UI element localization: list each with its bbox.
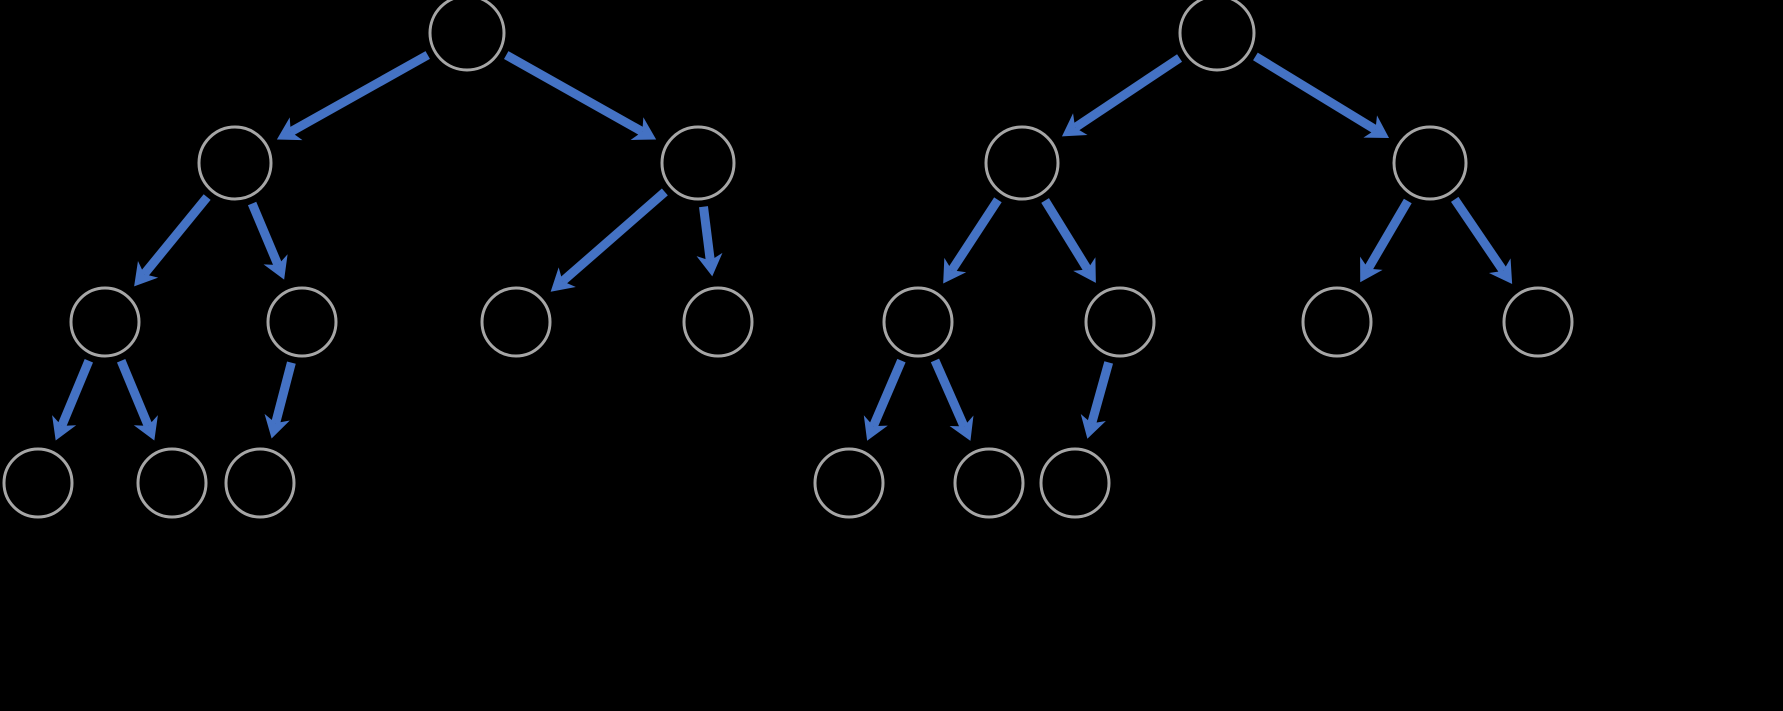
right-tree-edge-node2-to-leaf3-arrowhead-icon: [1080, 413, 1106, 439]
right-tree-edge-node2-to-leaf3-shaft: [1087, 361, 1114, 425]
left-tree-edge-node2-to-leaf3-arrowhead-icon: [264, 413, 290, 439]
right-tree-level4-node1-circle[interactable]: [813, 447, 885, 519]
right-tree-level2-right[interactable]: [1392, 125, 1468, 201]
right-tree-level3-node2[interactable]: [1084, 286, 1156, 358]
left-tree-edge-node1-to-leaf2: [116, 359, 158, 441]
right-tree-edge-node1-to-leaf1: [863, 358, 906, 441]
left-tree-edge-node1-to-leaf1: [52, 359, 94, 441]
left-tree-edge-l2-to-node4-shaft: [699, 206, 715, 262]
left-tree-edge-l2-to-node3-shaft: [559, 188, 668, 285]
right-tree-edge-node1-to-leaf2-shaft: [930, 358, 969, 429]
left-tree-level3-node2-circle[interactable]: [266, 286, 338, 358]
left-tree-level4-node3-circle[interactable]: [224, 447, 296, 519]
left-tree-level3-node4[interactable]: [682, 286, 754, 358]
right-tree-edge-root-to-level2-right-arrowhead-icon: [1363, 115, 1390, 138]
left-tree-level4-node1-circle[interactable]: [2, 447, 74, 519]
right-tree-level3-node1[interactable]: [882, 286, 954, 358]
edges-layer: [52, 51, 1513, 441]
right-tree-level3-node2-circle[interactable]: [1084, 286, 1156, 358]
left-tree-edge-l1-to-node1-arrowhead-icon: [134, 261, 159, 287]
left-tree-edge-l2-to-node3-arrowhead-icon: [550, 267, 576, 292]
left-tree-edge-root-to-level2-right-shaft: [504, 51, 645, 136]
right-tree-edge-node1-to-leaf2: [930, 358, 974, 441]
right-tree-edge-l1-to-node2: [1041, 198, 1096, 283]
right-tree-edge-l1-to-node2-arrowhead-icon: [1073, 257, 1096, 283]
left-tree-level3-node3[interactable]: [480, 286, 552, 358]
right-tree-level3-node3[interactable]: [1301, 286, 1373, 358]
nodes-layer: [2, 0, 1574, 519]
right-tree-edge-node1-to-leaf1-shaft: [869, 358, 906, 428]
right-tree-edge-l1-to-node2-shaft: [1041, 198, 1092, 272]
left-tree-level3-node3-circle[interactable]: [480, 286, 552, 358]
right-tree-level3-node1-circle[interactable]: [882, 286, 954, 358]
left-tree-edge-node1-to-leaf2-arrowhead-icon: [133, 415, 158, 441]
left-tree-root[interactable]: [428, 0, 506, 72]
left-tree-level2-left[interactable]: [197, 125, 273, 201]
left-tree-edge-root-to-level2-right: [504, 51, 657, 141]
left-tree-edge-l2-to-node3: [550, 188, 668, 292]
left-tree-root-circle[interactable]: [428, 0, 506, 72]
left-tree-edge-root-to-level2-left: [276, 51, 430, 141]
left-tree-edge-l1-to-node2: [247, 201, 288, 280]
left-tree-edge-node1-to-leaf1-shaft: [57, 359, 94, 428]
left-tree-edge-l1-to-node1: [134, 194, 211, 287]
left-tree-level4-node2[interactable]: [136, 447, 208, 519]
right-tree-edge-root-to-level2-right-shaft: [1253, 52, 1378, 134]
left-tree-level4-node2-circle[interactable]: [136, 447, 208, 519]
right-tree-level2-left[interactable]: [984, 125, 1060, 201]
left-tree-level3-node1[interactable]: [69, 286, 141, 358]
left-tree-edge-root-to-level2-left-arrowhead-icon: [276, 117, 303, 141]
right-tree-level4-node1[interactable]: [813, 447, 885, 519]
right-tree-level3-node4-circle[interactable]: [1502, 286, 1574, 358]
left-tree-edge-node1-to-leaf1-arrowhead-icon: [52, 415, 77, 441]
left-tree-edge-node2-to-leaf3-shaft: [271, 361, 296, 425]
left-tree-level3-node2[interactable]: [266, 286, 338, 358]
right-tree-level4-node2[interactable]: [953, 447, 1025, 519]
left-tree-edge-l1-to-node1-shaft: [140, 194, 211, 277]
left-tree-edge-root-to-level2-right-arrowhead-icon: [630, 117, 657, 141]
right-tree-edge-node2-to-leaf3: [1080, 361, 1114, 439]
left-tree-edge-l2-to-node4: [696, 206, 723, 277]
right-tree-edge-root-to-level2-right: [1253, 52, 1390, 138]
left-tree-edge-l1-to-node2-shaft: [247, 201, 283, 267]
right-tree-level4-node3[interactable]: [1039, 447, 1111, 519]
left-tree-edge-node1-to-leaf2-shaft: [116, 359, 153, 428]
right-tree-edge-l2-to-node4-arrowhead-icon: [1488, 258, 1513, 284]
left-tree-level3-node1-circle[interactable]: [69, 286, 141, 358]
left-tree-level2-left-circle[interactable]: [197, 125, 273, 201]
left-tree-level2-right[interactable]: [660, 125, 736, 201]
right-tree-edge-l1-to-node1-arrowhead-icon: [943, 257, 967, 284]
right-tree-edge-l2-to-node4-shaft: [1450, 196, 1507, 274]
right-tree-level2-right-circle[interactable]: [1392, 125, 1468, 201]
right-tree-level3-node3-circle[interactable]: [1301, 286, 1373, 358]
left-tree-edge-l1-to-node2-arrowhead-icon: [263, 254, 288, 280]
right-tree-edge-l2-to-node3-arrowhead-icon: [1360, 256, 1383, 283]
left-tree-level3-node4-circle[interactable]: [682, 286, 754, 358]
right-tree-edge-root-to-level2-left-shaft: [1072, 54, 1183, 132]
right-tree-level4-node3-circle[interactable]: [1039, 447, 1111, 519]
right-tree-edge-l1-to-node1: [943, 197, 1002, 284]
left-tree-level4-node3[interactable]: [224, 447, 296, 519]
right-tree-edge-node1-to-leaf1-arrowhead-icon: [863, 415, 888, 441]
left-tree-level4-node1[interactable]: [2, 447, 74, 519]
right-tree-root[interactable]: [1178, 0, 1256, 72]
right-tree-edge-root-to-level2-left: [1061, 54, 1183, 137]
right-tree-edge-node1-to-leaf2-arrowhead-icon: [949, 415, 974, 441]
left-tree-level2-right-circle[interactable]: [660, 125, 736, 201]
right-tree-edge-root-to-level2-left-arrowhead-icon: [1061, 113, 1088, 137]
right-tree-edge-l2-to-node3-shaft: [1364, 198, 1412, 271]
right-tree-edge-l2-to-node3: [1360, 198, 1412, 283]
right-tree-level3-node4[interactable]: [1502, 286, 1574, 358]
right-tree-edge-l2-to-node4: [1450, 196, 1513, 284]
right-tree-level2-left-circle[interactable]: [984, 125, 1060, 201]
right-tree-level4-node2-circle[interactable]: [953, 447, 1025, 519]
right-tree-edge-l1-to-node1-shaft: [948, 197, 1002, 273]
left-tree-edge-root-to-level2-left-shaft: [288, 51, 430, 136]
right-tree-root-circle[interactable]: [1178, 0, 1256, 72]
left-tree-edge-node2-to-leaf3: [264, 361, 296, 439]
left-tree-edge-l2-to-node4-arrowhead-icon: [696, 252, 723, 277]
